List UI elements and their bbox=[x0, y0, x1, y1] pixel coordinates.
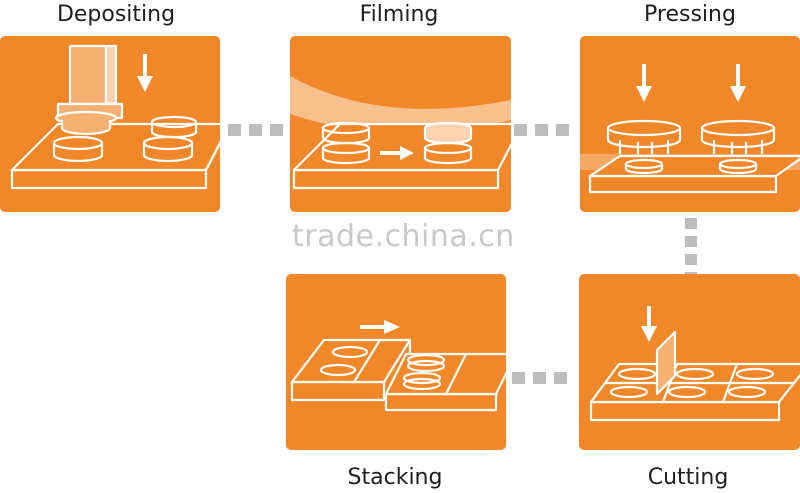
label-stacking: Stacking bbox=[347, 465, 443, 490]
panel-depositing bbox=[0, 36, 220, 212]
label-depositing: Depositing bbox=[56, 2, 176, 27]
watermark: trade.china.cn bbox=[292, 219, 515, 254]
panel-filming bbox=[290, 36, 511, 212]
label-cutting: Cutting bbox=[647, 465, 729, 490]
panel-stacking bbox=[286, 274, 506, 450]
connector-filming-pressing bbox=[514, 124, 569, 136]
connector-cutting-stacking bbox=[512, 372, 567, 384]
panel-pressing bbox=[580, 36, 800, 212]
panel-cutting bbox=[579, 274, 800, 450]
label-pressing: Pressing bbox=[644, 2, 736, 27]
label-filming: Filming bbox=[359, 2, 439, 27]
connector-depositing-filming bbox=[228, 124, 283, 136]
